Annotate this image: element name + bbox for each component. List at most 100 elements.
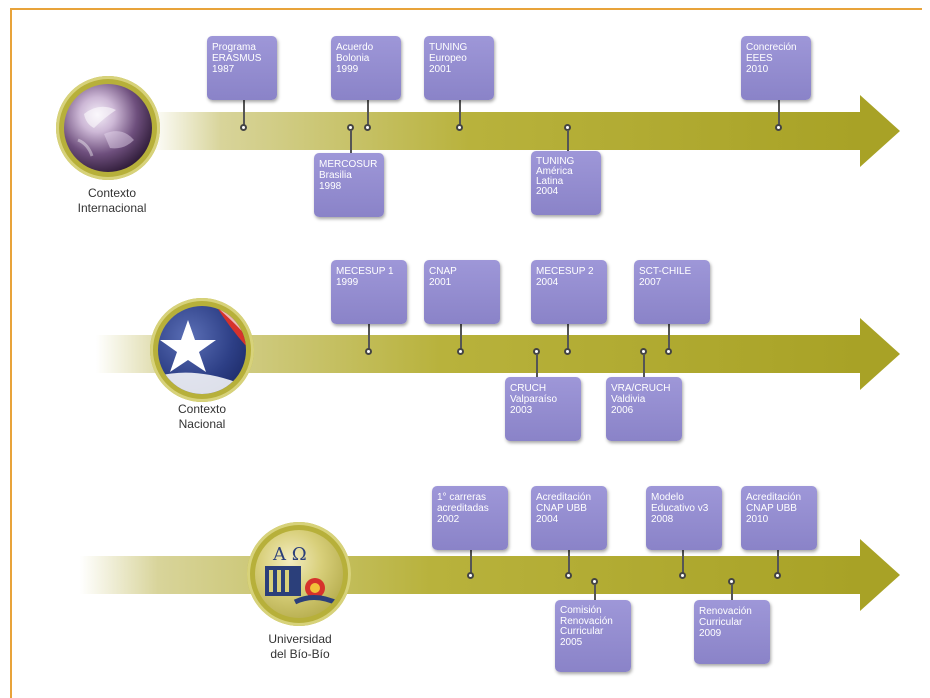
timeline-arrowhead <box>860 318 900 390</box>
svg-text:A Ω: A Ω <box>272 544 307 565</box>
event-line: Acuerdo <box>336 42 374 53</box>
context-label-nacional: Contexto Nacional <box>142 402 262 432</box>
event-pin <box>565 572 572 579</box>
context-label-internacional: Contexto Internacional <box>52 186 172 216</box>
event-line: 2003 <box>510 405 533 416</box>
event-line: 2002 <box>437 514 460 525</box>
event-line: 2008 <box>651 514 674 525</box>
event-line: TUNING <box>429 42 468 53</box>
event-line: Modelo <box>651 492 684 503</box>
event-box-eees: Concreción EEES 2010 <box>741 36 811 100</box>
event-line: 1999 <box>336 64 359 75</box>
event-line: 2006 <box>611 405 634 416</box>
event-line: SCT-CHILE <box>639 266 692 277</box>
event-line: 1999 <box>336 277 359 288</box>
event-stem <box>568 548 570 576</box>
event-box-tuning-america-latina: TUNING América Latina 2004 <box>531 151 601 215</box>
event-box-cnap: CNAP 2001 <box>424 260 500 324</box>
event-line: Latina <box>536 176 564 187</box>
timeline-universidad: A Ω Universidad del Bío-Bío 1° carreras … <box>0 0 930 672</box>
event-line: MECESUP 1 <box>336 266 394 277</box>
event-stem <box>778 100 780 128</box>
label-line: Contexto <box>177 402 227 416</box>
event-line: 2004 <box>536 514 559 525</box>
event-box-comision-renovacion: Comisión Renovación Curricular 2005 <box>555 600 631 672</box>
event-line: 2001 <box>429 64 452 75</box>
event-line: Europeo <box>429 53 467 64</box>
event-line: Acreditación <box>536 492 592 503</box>
event-line: Renovación <box>699 606 752 617</box>
event-box-modelo-educativo: Modelo Educativo v3 2008 <box>646 486 722 550</box>
event-line: VRA/CRUCH <box>611 383 671 394</box>
event-line: Acreditación <box>746 492 802 503</box>
event-stem <box>367 100 369 128</box>
event-line: Bolonia <box>336 53 370 64</box>
event-stem <box>777 548 779 576</box>
event-box-primeras-carreras: 1° carreras acreditadas 2002 <box>432 486 508 550</box>
event-line: MECESUP 2 <box>536 266 594 277</box>
label-line: del Bío-Bío <box>270 647 330 661</box>
event-line: 2005 <box>560 636 583 648</box>
context-label-universidad: Universidad del Bío-Bío <box>240 632 360 662</box>
event-line: CNAP UBB <box>746 503 797 514</box>
event-box-mercosur: MERCOSUR Brasilia 1998 <box>314 153 384 217</box>
event-line: Valparaíso <box>510 394 558 405</box>
event-line: 2010 <box>746 64 769 75</box>
event-line: ERASMUS <box>212 53 262 64</box>
event-box-cruch-valparaiso: CRUCH Valparaíso 2003 <box>505 377 581 441</box>
event-stem <box>460 324 462 352</box>
timeline-nacional: Contexto Nacional MECESUP 1 1999 CNAP 20… <box>0 0 930 441</box>
event-line: Renovación <box>560 615 613 627</box>
event-box-mecesup2: MECESUP 2 2004 <box>531 260 607 324</box>
event-line: Educativo v3 <box>651 503 709 514</box>
event-stem <box>567 324 569 352</box>
event-box-bolonia: Acuerdo Bolonia 1999 <box>331 36 401 100</box>
event-stem <box>731 584 733 604</box>
earth-globe-icon <box>56 76 160 180</box>
event-line: 1987 <box>212 64 235 75</box>
timeline-arrowhead <box>860 95 900 167</box>
event-box-mecesup1: MECESUP 1 1999 <box>331 260 407 324</box>
event-box-sct-chile: SCT-CHILE 2007 <box>634 260 710 324</box>
event-line: Brasilia <box>319 170 352 181</box>
event-line: MERCOSUR <box>319 159 378 170</box>
event-pin <box>364 124 371 131</box>
event-stem <box>682 548 684 576</box>
event-line: América <box>536 166 573 177</box>
label-line: Nacional <box>178 417 226 431</box>
event-pin <box>775 124 782 131</box>
event-stem <box>470 548 472 576</box>
event-stem <box>668 324 670 352</box>
event-line: acreditadas <box>437 503 489 514</box>
chile-flag-globe-icon <box>150 298 254 402</box>
event-line: CNAP UBB <box>536 503 587 514</box>
event-line: Concreción <box>746 42 797 53</box>
event-stem <box>243 100 245 128</box>
event-line: Comisión <box>560 605 602 616</box>
event-line: Curricular <box>699 617 743 628</box>
event-line: EEES <box>746 53 773 64</box>
event-box-vra-cruch-valdivia: VRA/CRUCH Valdivia 2006 <box>606 377 682 441</box>
event-box-acreditacion-2010: Acreditación CNAP UBB 2010 <box>741 486 817 550</box>
event-line: 2004 <box>536 277 559 288</box>
event-line: 1998 <box>319 181 342 192</box>
event-stem <box>643 354 645 380</box>
university-seal-icon: A Ω <box>247 522 351 626</box>
event-pin <box>665 348 672 355</box>
event-line: Curricular <box>560 626 604 637</box>
event-box-acreditacion-2004: Acreditación CNAP UBB 2004 <box>531 486 607 550</box>
event-pin <box>365 348 372 355</box>
event-line: CRUCH <box>510 383 547 394</box>
event-stem <box>594 584 596 604</box>
event-pin <box>457 348 464 355</box>
label-line: Universidad <box>268 632 332 646</box>
event-pin <box>467 572 474 579</box>
timeline-internacional: Contexto Internacional Programa ERASMUS … <box>0 0 930 240</box>
event-stem <box>567 130 569 156</box>
event-stem <box>368 324 370 352</box>
page-frame <box>10 8 922 698</box>
event-stem <box>350 130 352 156</box>
event-line: 2010 <box>746 514 769 525</box>
event-line: CNAP <box>429 266 457 277</box>
event-line: 2009 <box>699 628 722 639</box>
